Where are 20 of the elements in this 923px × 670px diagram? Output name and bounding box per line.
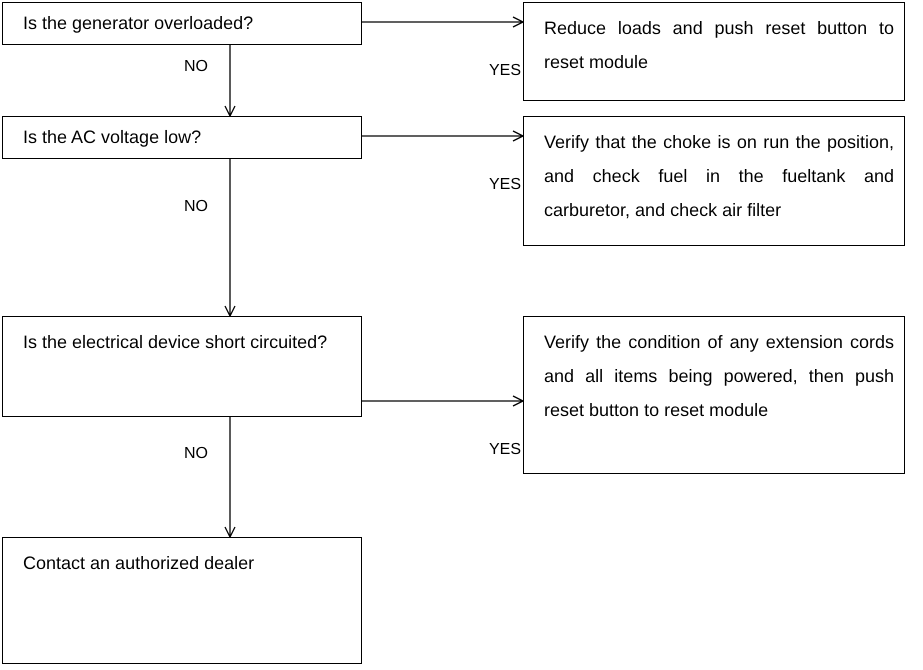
process-box (523, 2, 905, 101)
box-text: Is the electrical device short circuited? (23, 331, 328, 354)
box-text: Verify the condition of any extension cords and all items being powered, then push reset button to reset module (544, 331, 894, 422)
arrow (362, 16, 524, 28)
arrow (362, 130, 524, 142)
process-box (523, 116, 905, 246)
box-text: Is the AC voltage low? (23, 126, 202, 149)
box-text: Verify that the choke is on run the position, and check fuel in the fueltank and carburetor, and check air filter (544, 131, 894, 222)
arrow (224, 159, 236, 317)
arrow (224, 417, 236, 538)
box-text: Reduce loads and push reset button to reset module (544, 17, 894, 74)
process-box (523, 316, 905, 474)
box-text: Is the generator overloaded? (23, 12, 254, 35)
box-text: Contact an authorized dealer (23, 552, 256, 575)
arrow (362, 395, 524, 407)
process-box (2, 537, 362, 664)
arrow (224, 45, 236, 117)
decision-box (2, 2, 362, 45)
decision-box (2, 316, 362, 417)
decision-box (2, 116, 362, 159)
